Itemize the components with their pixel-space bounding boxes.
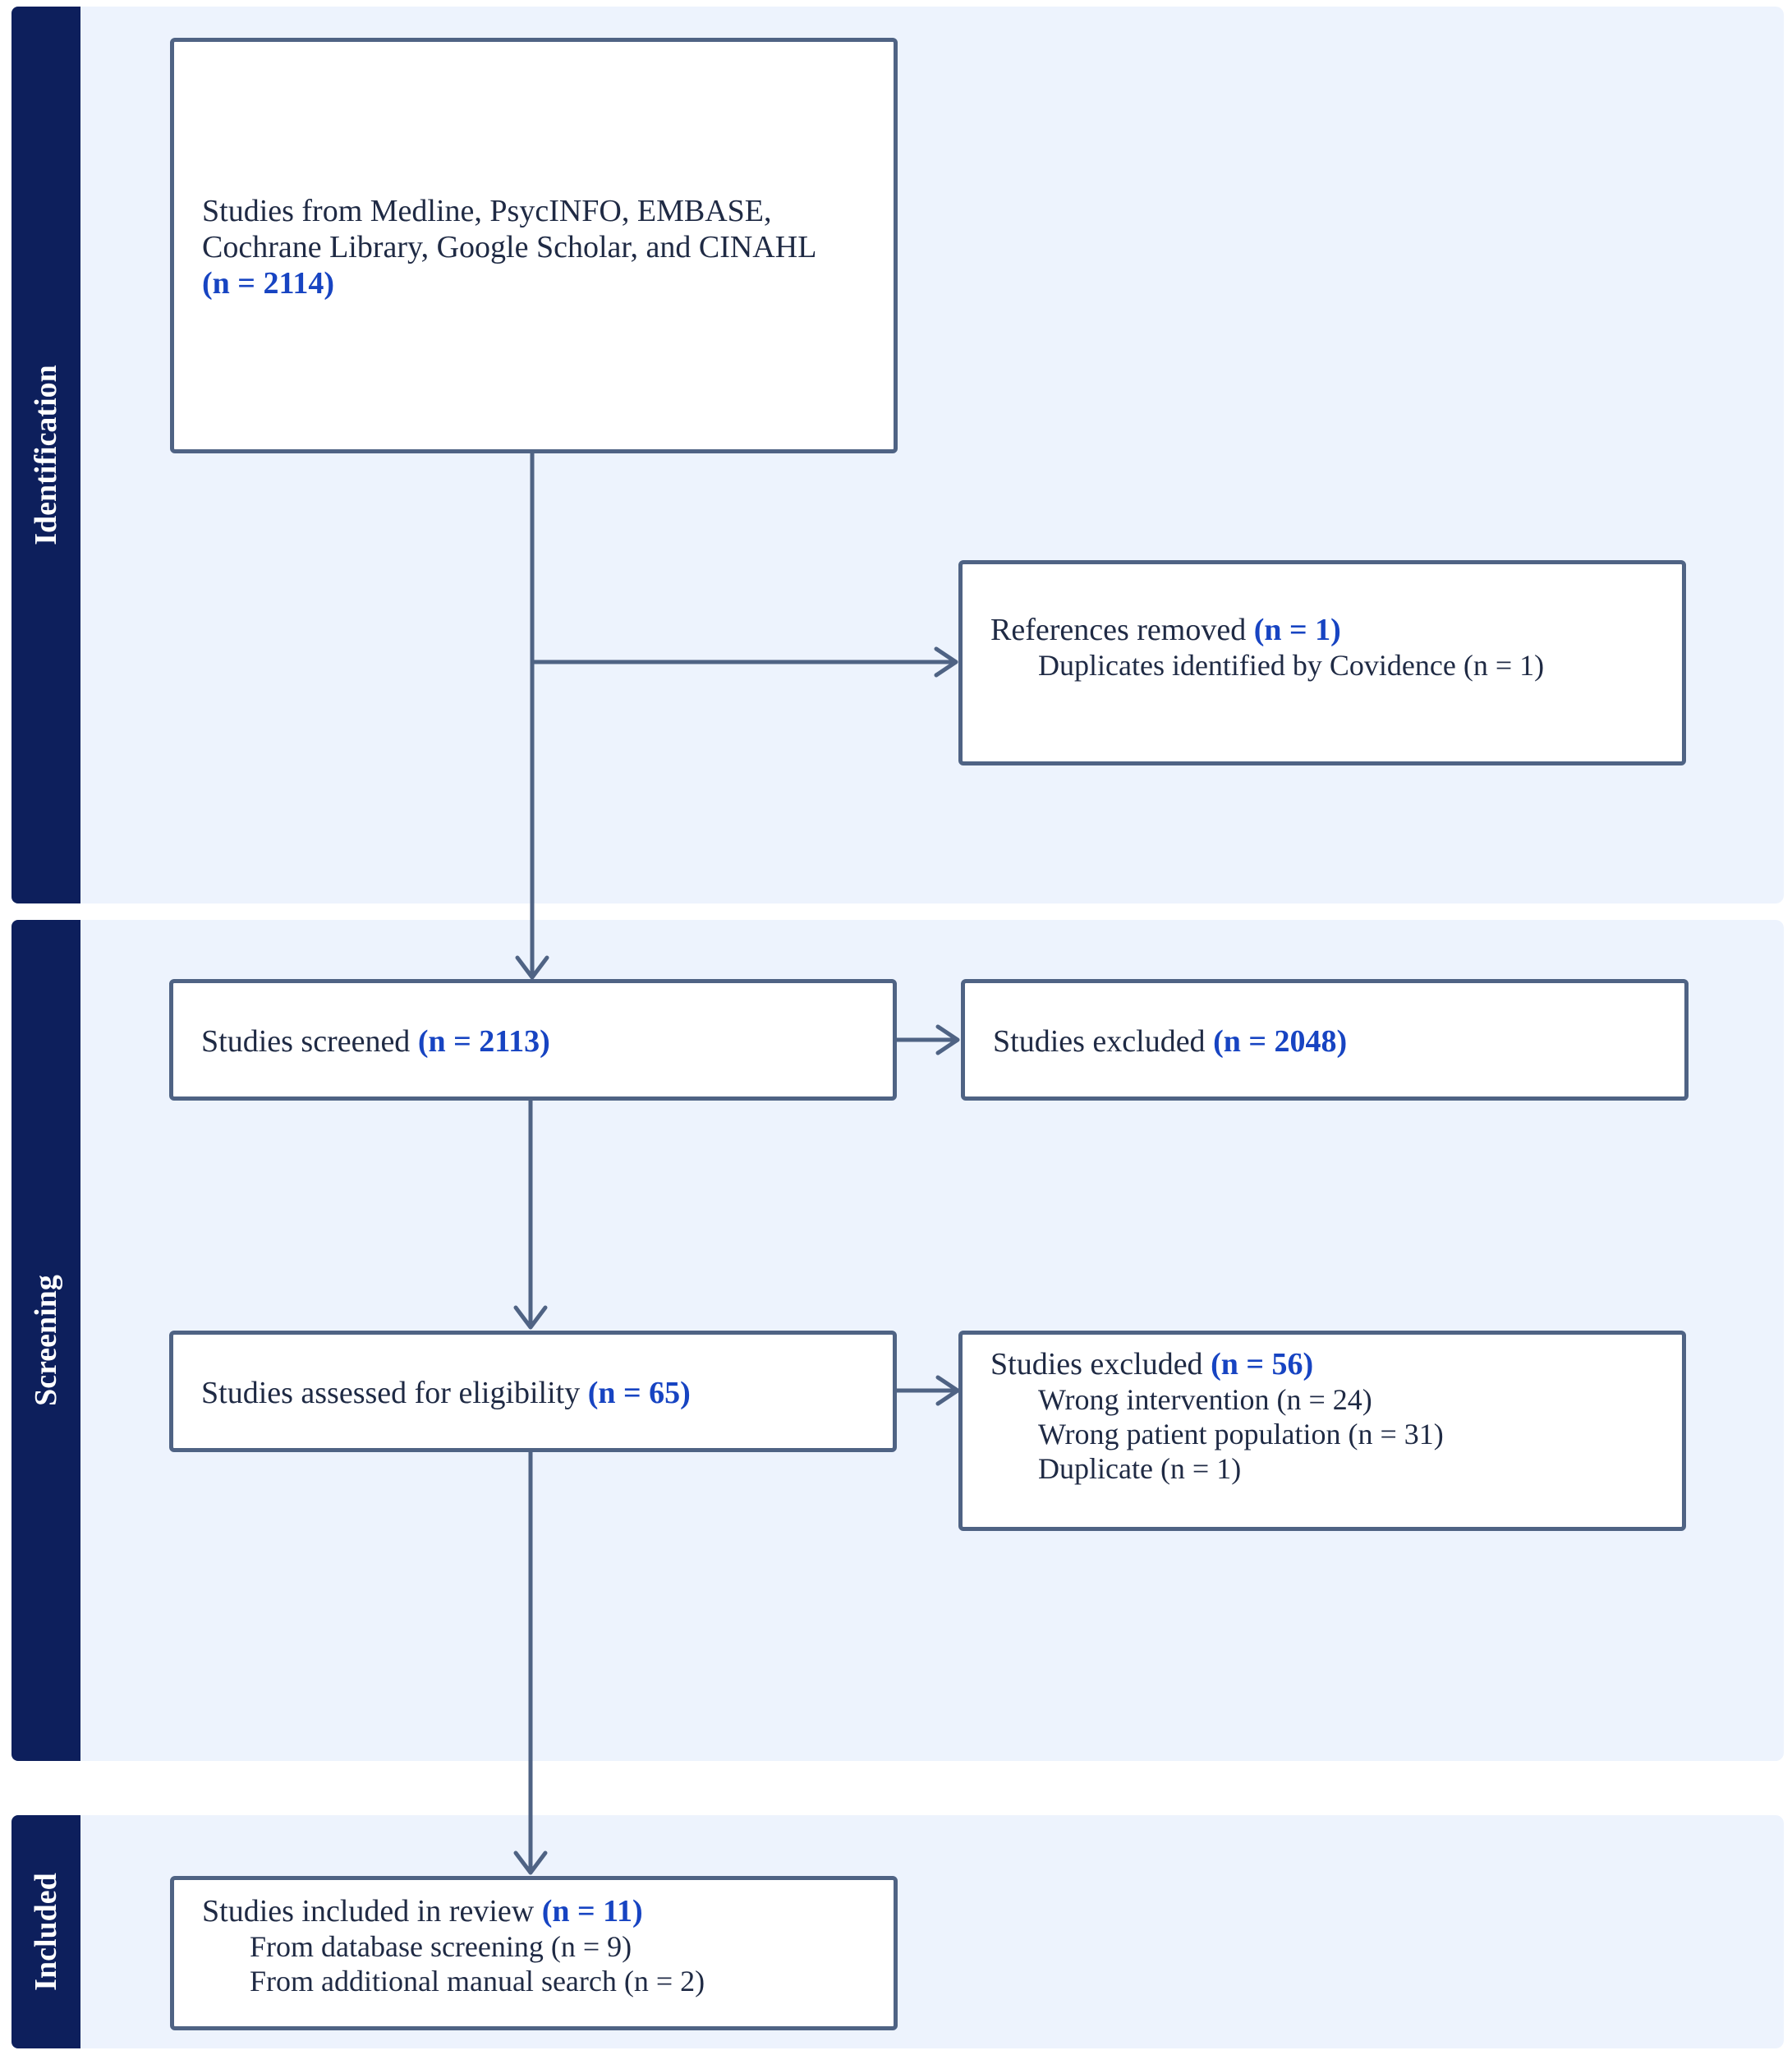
identification-band: Identification bbox=[11, 7, 80, 903]
sources-line1: Studies from Medline, PsycINFO, EMBASE, bbox=[202, 194, 772, 228]
screened-box: Studies screened (n = 2113) bbox=[169, 979, 897, 1101]
included-from-database: From database screening (n = 9) bbox=[250, 1930, 632, 1963]
excluded-eligibility-label: Studies excluded bbox=[990, 1347, 1203, 1381]
excluded-eligibility-box: Studies excluded (n = 56) Wrong interven… bbox=[958, 1331, 1686, 1531]
sources-count: (n = 2114) bbox=[202, 266, 334, 301]
arrowhead-excluded-screening bbox=[935, 1024, 960, 1055]
included-label: Studies included in review bbox=[202, 1894, 535, 1929]
arrowhead-excluded-eligibility bbox=[935, 1375, 960, 1406]
excluded-reason-population: Wrong patient population (n = 31) bbox=[1038, 1418, 1444, 1450]
excluded-eligibility-count: (n = 56) bbox=[1211, 1347, 1314, 1381]
arrowhead-removed bbox=[934, 646, 958, 678]
arrowhead-eligibility bbox=[513, 1305, 548, 1330]
included-box: Studies included in review (n = 11) From… bbox=[170, 1876, 898, 2030]
excluded-screening-label: Studies excluded bbox=[993, 1024, 1206, 1059]
included-count: (n = 11) bbox=[541, 1894, 643, 1929]
eligibility-count: (n = 65) bbox=[587, 1376, 691, 1410]
removed-label: References removed bbox=[990, 613, 1247, 647]
screened-count: (n = 2113) bbox=[417, 1024, 550, 1059]
included-from-manual: From additional manual search (n = 2) bbox=[250, 1965, 705, 1998]
excluded-reason-duplicate: Duplicate (n = 1) bbox=[1038, 1452, 1242, 1485]
removed-item: Duplicates identified by Covidence (n = … bbox=[1038, 649, 1545, 682]
excluded-screening-count: (n = 2048) bbox=[1213, 1024, 1348, 1059]
arrowhead-included bbox=[513, 1850, 548, 1875]
eligibility-box: Studies assessed for eligibility (n = 65… bbox=[169, 1331, 897, 1452]
sources-line2: Cochrane Library, Google Scholar, and CI… bbox=[202, 230, 817, 264]
excluded-reason-intervention: Wrong intervention (n = 24) bbox=[1038, 1383, 1372, 1416]
eligibility-label: Studies assessed for eligibility bbox=[201, 1376, 581, 1410]
included-band: Included bbox=[11, 1815, 80, 2048]
arrowhead-screened bbox=[515, 955, 549, 980]
removed-box: References removed (n = 1) Duplicates id… bbox=[958, 560, 1686, 765]
excluded-screening-box: Studies excluded (n = 2048) bbox=[961, 979, 1689, 1101]
screened-label: Studies screened bbox=[201, 1024, 411, 1059]
sources-box: Studies from Medline, PsycINFO, EMBASE, … bbox=[170, 38, 898, 453]
screening-band: Screening bbox=[11, 920, 80, 1761]
removed-count: (n = 1) bbox=[1253, 613, 1341, 647]
